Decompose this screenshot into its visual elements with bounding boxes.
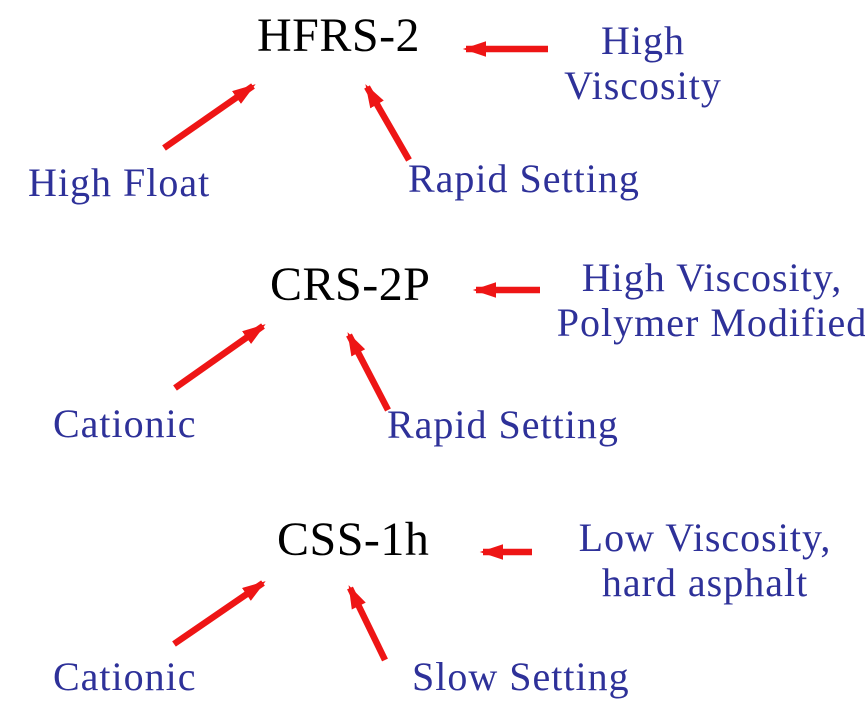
arrow-cationic-to-crs2p <box>173 323 266 391</box>
note-line: Polymer Modified <box>556 300 865 345</box>
arrow-rapid-setting-to-crs2p <box>346 332 391 412</box>
note-line: High Viscosity, <box>581 255 843 300</box>
label-cationic-2: Cationic <box>53 654 197 699</box>
label-rapid-setting-1: Rapid Setting <box>408 156 640 201</box>
acronym-crs-2p: CRS-2P <box>270 258 431 311</box>
note-line: Low Viscosity, <box>578 515 832 560</box>
label-cationic-1: Cationic <box>53 401 197 446</box>
note-line: High <box>601 18 685 63</box>
note-high-viscosity: High Viscosity <box>523 18 763 108</box>
note-line: hard asphalt <box>601 560 809 605</box>
label-slow-setting: Slow Setting <box>412 654 630 699</box>
arrow-slow-setting-to-css1h <box>347 585 388 662</box>
acronym-css-1h: CSS-1h <box>277 513 430 566</box>
acronym-hfrs-2: HFRS-2 <box>257 9 421 62</box>
arrow-cationic-to-css1h <box>172 580 266 647</box>
label-high-float: High Float <box>28 160 211 205</box>
note-low-viscosity-hard-asphalt: Low Viscosity, hard asphalt <box>545 515 865 605</box>
note-high-viscosity-polymer-modified: High Viscosity, Polymer Modified <box>532 255 865 345</box>
arrow-high-float-to-hfrs2 <box>162 83 256 151</box>
label-rapid-setting-2: Rapid Setting <box>387 402 619 447</box>
note-line: Viscosity <box>564 63 722 108</box>
arrow-rapid-setting-to-hfrs2 <box>364 84 412 162</box>
